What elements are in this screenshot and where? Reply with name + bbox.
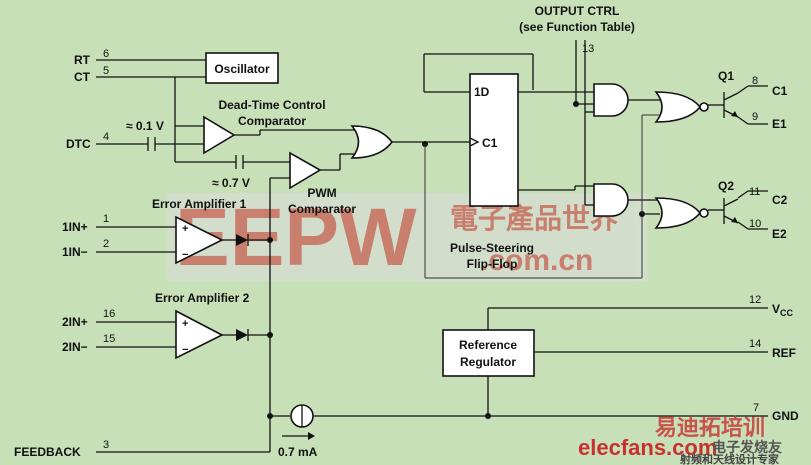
pin-ct-num: 5 bbox=[103, 65, 109, 77]
pin-rt-num: 6 bbox=[103, 48, 109, 60]
error-amplifier-2: + − Error Amplifier 2 bbox=[155, 291, 250, 360]
pin-c1: C1 bbox=[772, 84, 788, 98]
pin-ref: REF bbox=[772, 346, 796, 360]
flip-flop-c-label: C1 bbox=[482, 136, 498, 150]
oscillator-label: Oscillator bbox=[214, 62, 270, 76]
output-ctrl-sub: (see Function Table) bbox=[519, 20, 635, 34]
pin-labels: RT 6 CT 5 DTC 4 1IN+ 1 1IN− 2 2IN+ 16 2I… bbox=[14, 4, 799, 459]
pulse-steering-title: Pulse-Steering bbox=[450, 241, 534, 255]
deadtime-subtitle: Comparator bbox=[238, 114, 306, 128]
ea2-plus: + bbox=[182, 318, 188, 330]
pin-2inp: 2IN+ bbox=[62, 315, 88, 329]
elecfans-cn: 电子发烧友 bbox=[712, 439, 782, 455]
refreg-line2: Regulator bbox=[460, 355, 516, 369]
pin-gnd-num: 7 bbox=[753, 402, 759, 414]
ea1-label: Error Amplifier 1 bbox=[152, 197, 247, 211]
eepw-watermark: EEPW 電子產品世界 .com.cn bbox=[167, 192, 647, 283]
pin-outctrl-num: 13 bbox=[582, 43, 594, 55]
error-amplifier-1: + − Error Amplifier 1 bbox=[152, 197, 249, 265]
pin-dtc-num: 4 bbox=[103, 131, 109, 143]
pin-2inm-num: 15 bbox=[103, 333, 115, 345]
pin-vcc-num: 12 bbox=[749, 294, 761, 306]
reference-regulator: Reference Regulator bbox=[442, 329, 535, 377]
deadtime-title: Dead-Time Control bbox=[218, 98, 325, 112]
pwm-subtitle: Comparator bbox=[288, 202, 356, 216]
pin-c2-num: 11 bbox=[749, 186, 760, 198]
ea2-label: Error Amplifier 2 bbox=[155, 291, 250, 305]
or-gate bbox=[350, 125, 394, 159]
pwm-comparator: PWM Comparator bbox=[288, 151, 356, 216]
pin-vcc: VCC bbox=[772, 302, 794, 318]
corner-cn: 易迪拓培训 bbox=[655, 415, 765, 440]
wiring bbox=[96, 40, 768, 453]
pin-gnd: GND bbox=[772, 409, 799, 423]
elecfans-watermark: elecfans.com 电子发烧友 易迪拓培训 射频和天线设计专家 bbox=[578, 415, 782, 465]
pin-1inp: 1IN+ bbox=[62, 220, 88, 234]
pin-e2: E2 bbox=[772, 227, 787, 241]
ea1-minus: − bbox=[182, 249, 188, 261]
pulse-steering-subtitle: Flip-Flop bbox=[467, 257, 518, 271]
q2-label: Q2 bbox=[718, 179, 734, 193]
pin-feedback: FEEDBACK bbox=[14, 445, 81, 459]
ea2-minus: − bbox=[182, 344, 188, 356]
output-ctrl-label: OUTPUT CTRL bbox=[535, 4, 620, 18]
pin-ct: CT bbox=[74, 70, 91, 84]
pin-e1: E1 bbox=[772, 117, 787, 131]
nor-gates bbox=[654, 91, 709, 229]
pin-dtc: DTC bbox=[66, 137, 91, 151]
pin-rt: RT bbox=[74, 53, 91, 67]
ea1-plus: + bbox=[182, 223, 188, 235]
oscillator-block: Oscillator bbox=[205, 52, 279, 84]
output-transistors bbox=[723, 92, 739, 224]
flip-flop: 1D C1 Pulse-Steering Flip-Flop bbox=[450, 73, 534, 271]
refreg-line1: Reference bbox=[459, 338, 517, 352]
pin-e2-num: 10 bbox=[749, 218, 761, 230]
pin-1inm-num: 2 bbox=[103, 238, 109, 250]
pwm-title: PWM bbox=[307, 186, 336, 200]
pin-c2: C2 bbox=[772, 193, 788, 207]
elecfans-site: elecfans.com bbox=[578, 435, 717, 460]
watermark-com: .com.cn bbox=[480, 244, 593, 277]
annot-0p1v: ≈ 0.1 V bbox=[126, 119, 164, 133]
annot-0p7ma: 0.7 mA bbox=[278, 445, 318, 459]
deadtime-comparator: Dead-Time Control Comparator bbox=[203, 98, 326, 155]
pin-feedback-num: 3 bbox=[103, 439, 109, 451]
pin-2inm: 2IN− bbox=[62, 340, 88, 354]
pin-ref-num: 14 bbox=[749, 338, 761, 350]
current-source bbox=[282, 404, 315, 440]
pin-e1-num: 9 bbox=[752, 111, 758, 123]
q1-label: Q1 bbox=[718, 69, 734, 83]
annot-0p7v: ≈ 0.7 V bbox=[212, 176, 250, 190]
corner-sub: 射频和天线设计专家 bbox=[679, 452, 780, 465]
pin-c1-num: 8 bbox=[752, 75, 758, 87]
flip-flop-d-label: 1D bbox=[474, 85, 490, 99]
pin-2inp-num: 16 bbox=[103, 308, 115, 320]
pin-1inm: 1IN− bbox=[62, 245, 88, 259]
and-gates bbox=[593, 83, 629, 217]
watermark-panel bbox=[167, 193, 647, 281]
pin-1inp-num: 1 bbox=[103, 213, 109, 225]
watermark-cn: 電子產品世界 bbox=[450, 202, 618, 234]
